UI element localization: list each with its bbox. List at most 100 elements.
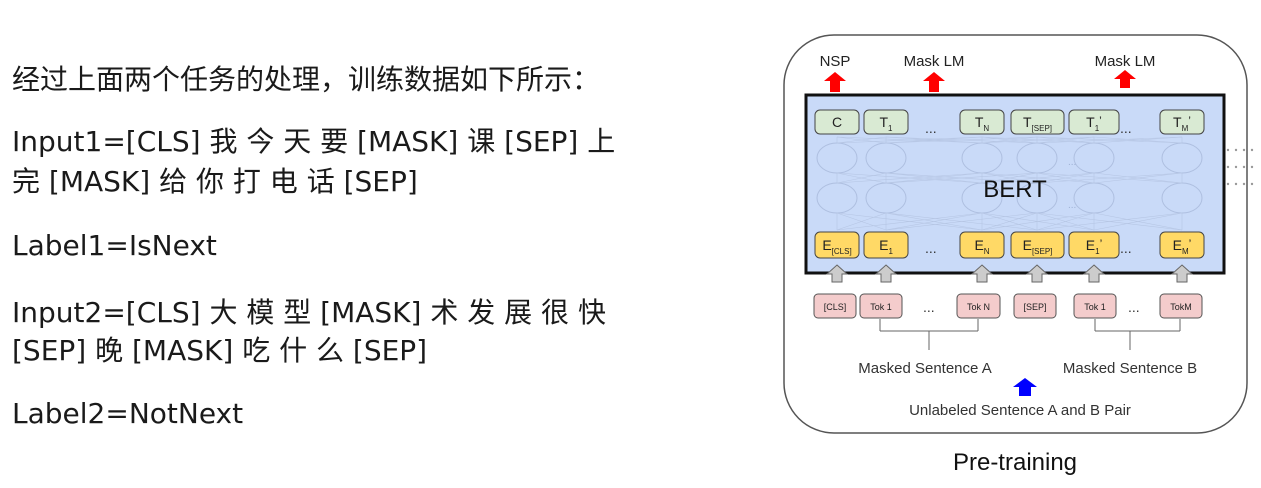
top-token-label: T[SEP] [1023, 114, 1052, 133]
input-token-box [1073, 293, 1117, 319]
hidden-ellipsis: ... [1068, 157, 1076, 168]
input-token-label: Tok 1 [1084, 302, 1106, 312]
diagram-caption: Pre-training [953, 449, 1077, 476]
embedding-label: E[SEP] [1023, 237, 1053, 256]
hidden-connection [981, 172, 1038, 184]
top-token-label: T1’ [1086, 114, 1102, 133]
up-arrow [825, 264, 849, 283]
hidden-connection [1036, 172, 1095, 184]
input1-line1: Input1=[CLS] 我 今 天 要 [MASK] 课 [SEP] 上 [12, 125, 616, 158]
up-arrow [970, 264, 994, 283]
nsp-arrow [824, 72, 846, 92]
embedding-label: EM’ [1173, 237, 1192, 256]
hidden-connection [1093, 172, 1183, 184]
hidden-connection [885, 136, 983, 144]
top-ellipsis-1: ... [925, 120, 937, 136]
label2-text: Label2=NotNext [12, 397, 244, 430]
up-arrow [874, 264, 898, 283]
embedding-label: E1 [879, 237, 893, 256]
top-token-box [1159, 109, 1205, 135]
top-token-box [959, 109, 1005, 135]
top-token-label: TN [975, 114, 990, 133]
input-token-label: [SEP] [1023, 302, 1046, 312]
hidden-layers: ...... [816, 136, 1203, 231]
hidden-connection [1036, 212, 1183, 231]
hidden-ellipsis: ... [1068, 200, 1076, 211]
mask-lm-arrow-2 [1114, 70, 1136, 88]
embedding-box [863, 231, 909, 259]
pair-label: Unlabeled Sentence A and B Pair [909, 402, 1131, 419]
hidden-connection [885, 212, 983, 231]
hidden-connection [836, 212, 887, 231]
hidden-connection [885, 136, 1038, 144]
sentence-a-label: Masked Sentence A [858, 360, 991, 377]
embedding-row: E[CLS] E1 EN E[SEP] E1’ EM’ [814, 231, 1205, 259]
embedding-box [1159, 231, 1205, 259]
sentence-b-label: Masked Sentence B [1063, 360, 1197, 377]
hidden-connection [981, 212, 1095, 231]
embedding-box [959, 231, 1005, 259]
input-token-label: TokM [1170, 302, 1192, 312]
top-token-box [1068, 109, 1120, 135]
embedding-box [1010, 231, 1065, 259]
hidden-connection [885, 212, 1038, 231]
top-ellipsis-2: ... [1120, 120, 1132, 136]
hidden-connection [836, 172, 887, 184]
embedding-box [814, 231, 860, 259]
input-ellipsis-2: ... [1128, 299, 1140, 315]
input-token-box [859, 293, 903, 319]
input-arrows [825, 264, 1194, 283]
hidden-connection [981, 172, 1095, 184]
label1-text: Label1=IsNext [12, 229, 217, 262]
intro-text: 经过上面两个任务的处理，训练数据如下所示： [12, 63, 601, 96]
hidden-connection [1093, 212, 1183, 231]
output-arrows [824, 70, 1136, 92]
hidden-connection [1036, 136, 1095, 144]
embedding-label: E[CLS] [822, 237, 851, 256]
hidden-connection [836, 172, 983, 184]
hidden-connection [1036, 212, 1095, 231]
top-token-label: C [832, 114, 842, 130]
hidden-connection [1093, 136, 1183, 144]
embedding-ellipsis-2: ... [1120, 240, 1132, 256]
hidden-connection [1036, 172, 1183, 184]
input-token-row: [CLS] Tok 1 Tok N [SEP] Tok 1 TokM [813, 293, 1203, 319]
input-token-box [1013, 293, 1057, 319]
top-token-box [863, 109, 909, 135]
top-token-box [1010, 109, 1065, 135]
mask-lm-label-2: Mask LM [1095, 53, 1156, 70]
hidden-connection [981, 136, 1095, 144]
mask-lm-label-1: Mask LM [904, 53, 965, 70]
input2-line2: [SEP] 晚 [MASK] 吃 什 么 [SEP] [12, 334, 428, 367]
bert-label: BERT [983, 176, 1047, 203]
input-token-box [813, 293, 857, 319]
hidden-connection [981, 212, 1038, 231]
embedding-label: EN [974, 237, 989, 256]
mask-lm-arrow-1 [923, 72, 945, 92]
top-token-row: C T1 TN T[SEP] T1’ TM’ [814, 109, 1205, 135]
hidden-connection [1036, 136, 1183, 144]
hidden-connection [836, 136, 983, 144]
top-token-label: T1 [879, 114, 893, 133]
up-arrow [1025, 264, 1049, 283]
input-token-box [1159, 293, 1203, 319]
top-token-label: TM’ [1173, 114, 1191, 133]
top-token-box [814, 109, 860, 135]
input1-line2: 完 [MASK] 给 你 打 电 话 [SEP] [12, 165, 418, 198]
embedding-label: E1’ [1086, 237, 1102, 256]
input-token-box [956, 293, 1001, 319]
sentence-connectors [879, 319, 1181, 350]
input-token-label: Tok 1 [870, 302, 892, 312]
input-token-label: [CLS] [824, 302, 847, 312]
input-ellipsis-1: ... [923, 299, 935, 315]
hidden-connection [836, 136, 887, 144]
hidden-connection [885, 172, 983, 184]
edge-dots [1226, 148, 1254, 186]
input2-line1: Input2=[CLS] 大 模 型 [MASK] 术 发 展 很 快 [12, 296, 606, 329]
input-token-label: Tok N [967, 302, 990, 312]
hidden-connection [885, 172, 1038, 184]
up-arrow [1170, 264, 1194, 283]
nsp-label: NSP [820, 53, 851, 70]
up-arrow [1082, 264, 1106, 283]
